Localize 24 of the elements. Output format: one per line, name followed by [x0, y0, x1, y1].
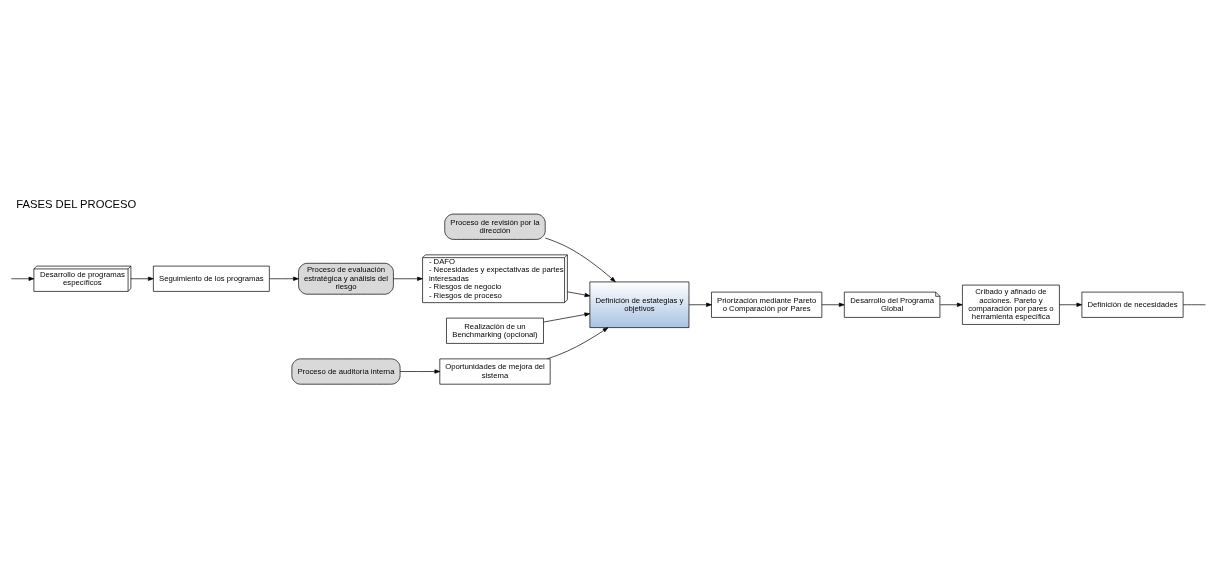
- node-box: Definición de necesidades: [1081, 291, 1184, 318]
- node-box: Priorización mediante Pareto o Comparación por Pares: [711, 291, 823, 318]
- node-box: Seguimiento de los programas: [153, 265, 270, 292]
- node-box: Proceso de auditoría interna: [291, 358, 401, 385]
- node-box: Proceso de revisión por la dirección: [444, 213, 546, 240]
- node-box: Realización de un Benchmarking (opcional): [446, 317, 544, 344]
- diagram-title: FASES DEL PROCESO: [16, 197, 137, 210]
- arrow: [688, 302, 712, 307]
- arrow: [393, 276, 423, 281]
- node-box: Oportunidades de mejora del sistema: [439, 358, 551, 385]
- arrow: [399, 369, 441, 374]
- node-box: Cribado y afinado de acciones. Pareto y comparación por pares o herramienta específica: [962, 284, 1060, 325]
- arrow: [130, 276, 154, 281]
- arrow: [543, 312, 591, 323]
- arrow: [1059, 302, 1083, 307]
- node-box: Proceso de evaluación estratégica y análisis del riesgo: [298, 262, 394, 295]
- arrow: [939, 302, 963, 307]
- arrow: [567, 291, 591, 298]
- arrow: [547, 327, 609, 360]
- arrow: [269, 276, 299, 281]
- arrow: [821, 302, 845, 307]
- arrow: [544, 237, 616, 283]
- arrow: [11, 276, 35, 281]
- node-box: Definición de estategias y objetivos: [589, 281, 690, 328]
